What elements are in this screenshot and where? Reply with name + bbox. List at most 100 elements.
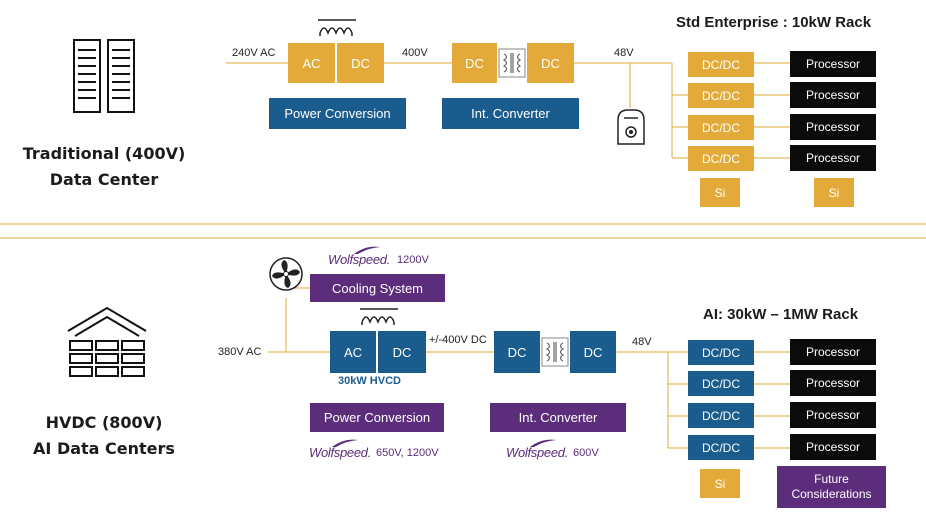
wolfspeed-logo-icon	[354, 246, 380, 254]
bottom-ac-label: AC	[343, 344, 363, 360]
bottom-dcdc-4: DC/DC	[688, 435, 754, 460]
ic-spec: 600V	[573, 447, 599, 459]
transformer-coil-icon	[318, 19, 356, 36]
bottom-int-dc-in: DC	[494, 331, 540, 373]
top-dcdc-4-label: DC/DC	[702, 151, 740, 166]
top-section-title-line1: Traditional (400V)	[22, 144, 186, 163]
bottom-section-title-line2: AI Data Centers	[33, 439, 175, 458]
top-power-conversion: Power Conversion	[269, 98, 406, 129]
ups-device-icon	[617, 109, 645, 145]
top-int-converter-label: Int. Converter	[471, 106, 550, 121]
bottom-dcdc-1: DC/DC	[688, 340, 754, 365]
pc-spec: 650V, 1200V	[376, 447, 439, 459]
top-int-dc-in: DC	[452, 43, 497, 83]
top-processor-4: Processor	[790, 145, 876, 171]
top-int-dc-in-label: DC	[465, 55, 484, 71]
bottom-power-conversion-label: Power Conversion	[323, 410, 431, 425]
top-dcdc-3-label: DC/DC	[702, 120, 740, 135]
datacenter-building-icon	[67, 306, 147, 377]
top-dc-label: DC	[351, 55, 370, 71]
pc-brand: Wolfspeed.	[309, 445, 372, 460]
top-ac-label: AC	[302, 55, 321, 71]
bottom-processor-1-label: Processor	[805, 345, 861, 359]
top-power-conversion-label: Power Conversion	[284, 106, 391, 121]
bottom-int-dc-in-label: DC	[507, 344, 527, 360]
cooling-spec: 1200V	[397, 254, 429, 266]
transformer-coil-icon	[360, 308, 398, 325]
top-processor-3: Processor	[790, 114, 876, 140]
bottom-int-dc-out-label: DC	[583, 344, 603, 360]
bottom-dcdc-3-label: DC/DC	[702, 408, 740, 423]
top-processor-3-label: Processor	[805, 120, 861, 134]
top-input-label: 240V AC	[232, 47, 276, 59]
cooling-system-label: Cooling System	[331, 280, 424, 296]
bottom-dcdc-4-label: DC/DC	[702, 440, 740, 455]
top-processor-2-label: Processor	[805, 88, 861, 102]
top-si-right-label: Si	[828, 185, 840, 200]
wolfspeed-logo-icon	[530, 439, 556, 447]
bottom-int-converter-label: Int. Converter	[518, 410, 598, 425]
top-int-dc-out: DC	[527, 43, 574, 83]
transformer-icon	[541, 337, 569, 367]
bottom-dcdc-1-label: DC/DC	[702, 345, 740, 360]
bottom-processor-2-label: Processor	[805, 376, 861, 390]
bottom-dcdc-2-label: DC/DC	[702, 376, 740, 391]
top-processor-1-label: Processor	[805, 57, 861, 71]
top-ac-box: AC	[288, 43, 335, 83]
top-si-left: Si	[700, 178, 740, 207]
bottom-dc-label: DC	[392, 344, 412, 360]
top-processor-1: Processor	[790, 51, 876, 77]
top-dcdc-1-label: DC/DC	[702, 57, 740, 72]
bottom-ac-box: AC	[330, 331, 376, 373]
top-si-right: Si	[814, 178, 854, 207]
server-rack-icon	[73, 39, 135, 113]
bottom-processor-3-label: Processor	[805, 408, 861, 422]
bottom-dcdc-3: DC/DC	[688, 403, 754, 428]
bottom-processor-3: Processor	[790, 402, 876, 428]
wolfspeed-logo-icon	[332, 439, 358, 447]
bottom-section-title-line1: HVDC (800V)	[45, 413, 163, 432]
future-line1: Future	[814, 472, 849, 486]
top-dcdc-1: DC/DC	[688, 52, 754, 77]
top-dcdc-4: DC/DC	[688, 146, 754, 171]
top-section-title-line2: Data Center	[49, 170, 159, 189]
cooling-brand: Wolfspeed.	[328, 252, 391, 267]
top-si-left-label: Si	[714, 185, 726, 200]
bottom-dcdc-2: DC/DC	[688, 371, 754, 396]
top-out-voltage: 48V	[614, 47, 634, 59]
top-int-dc-out-label: DC	[541, 55, 560, 71]
cooling-system: Cooling System	[310, 274, 445, 302]
top-section-title: Traditional (400V) Data Center	[0, 141, 208, 193]
bottom-processor-4: Processor	[790, 434, 876, 460]
bottom-section-title: HVDC (800V) AI Data Centers	[0, 410, 208, 462]
bottom-rack-title: AI: 30kW – 1MW Rack	[703, 306, 859, 323]
top-int-converter: Int. Converter	[442, 98, 579, 129]
top-dc-box: DC	[337, 43, 384, 83]
bottom-processor-4-label: Processor	[805, 440, 861, 454]
top-processor-4-label: Processor	[805, 151, 861, 165]
top-dcdc-2: DC/DC	[688, 83, 754, 108]
bottom-mid-voltage: +/-400V DC	[429, 334, 487, 346]
fan-icon	[269, 257, 303, 291]
bottom-si-left: Si	[700, 469, 740, 498]
top-processor-2: Processor	[790, 82, 876, 108]
bottom-out-voltage: 48V	[632, 336, 652, 348]
ic-brand: Wolfspeed.	[506, 445, 569, 460]
bottom-int-dc-out: DC	[570, 331, 616, 373]
top-mid-voltage: 400V	[402, 47, 428, 59]
bottom-dc-box: DC	[378, 331, 426, 373]
bottom-si-left-label: Si	[714, 476, 726, 491]
top-rack-title: Std Enterprise : 10kW Rack	[676, 14, 872, 31]
transformer-icon	[498, 48, 526, 78]
bottom-input-label: 380V AC	[218, 346, 262, 358]
top-dcdc-3: DC/DC	[688, 115, 754, 140]
bottom-processor-2: Processor	[790, 370, 876, 396]
future-considerations: Future Considerations	[777, 466, 886, 508]
future-line2: Considerations	[791, 487, 872, 501]
bottom-processor-1: Processor	[790, 339, 876, 365]
bottom-power-conversion: Power Conversion	[310, 403, 444, 432]
top-dcdc-2-label: DC/DC	[702, 88, 740, 103]
hvcd-label: 30kW HVCD	[338, 375, 401, 387]
bottom-int-converter: Int. Converter	[490, 403, 626, 432]
